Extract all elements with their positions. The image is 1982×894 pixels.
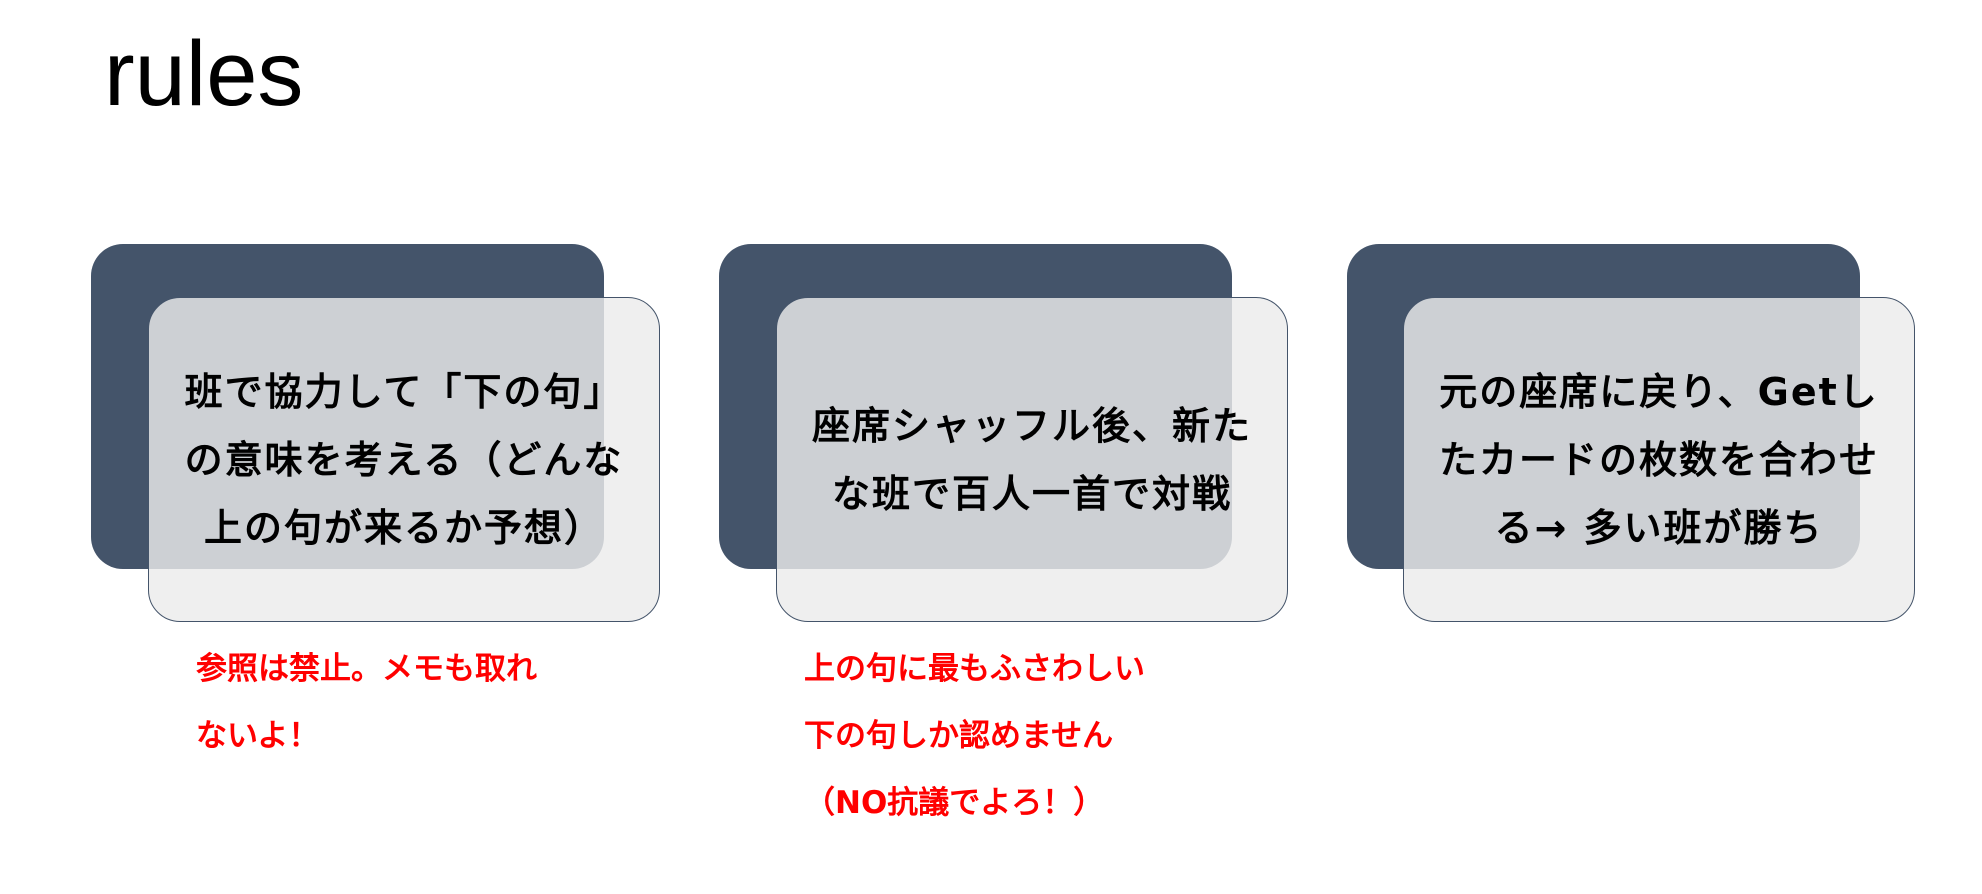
card-1-text: 班で協力して「下の句」の意味を考える（どんな上の句が来るか予想） — [184, 369, 624, 550]
card-2-note: 上の句に最もふさわしい 下の句しか認めません （NO抗議でよろ！） — [804, 636, 1145, 837]
note-line: 参照は禁止。メモも取れ — [196, 651, 537, 687]
card-3: 元の座席に戻り、Getしたカードの枚数を合わせる→ 多い班が勝ち — [1403, 297, 1915, 622]
note-line: （NO抗議でよろ！） — [804, 785, 1105, 821]
card-1-note: 参照は禁止。メモも取れ ないよ！ — [196, 636, 537, 770]
card-2-text: 座席シャッフル後、新たな班で百人一首で対戦 — [811, 403, 1252, 516]
slide-title: rules — [104, 23, 304, 125]
note-line: ないよ！ — [196, 718, 320, 754]
card-3-text: 元の座席に戻り、Getしたカードの枚数を合わせる→ 多い班が勝ち — [1438, 369, 1879, 550]
note-line: 下の句しか認めません — [804, 718, 1114, 754]
card-1: 班で協力して「下の句」の意味を考える（どんな上の句が来るか予想） — [148, 297, 660, 622]
note-line: 上の句に最もふさわしい — [804, 651, 1145, 687]
card-2: 座席シャッフル後、新たな班で百人一首で対戦 — [776, 297, 1288, 622]
